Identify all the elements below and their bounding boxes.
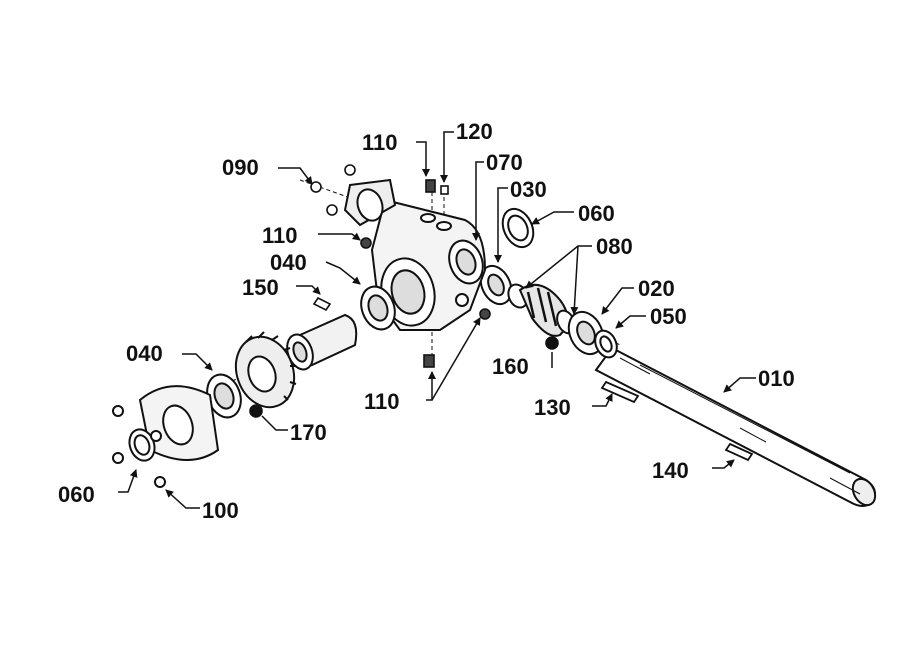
- callout-090: 090: [222, 155, 259, 180]
- callout-150: 150: [242, 275, 279, 300]
- callout-040-lower: 040: [126, 341, 163, 366]
- callout-010: 010: [758, 366, 795, 391]
- callout-110-top: 110: [362, 130, 398, 155]
- callout-040-upper: 040: [270, 250, 307, 275]
- callout-170: 170: [290, 420, 327, 445]
- callout-130: 130: [534, 395, 571, 420]
- callout-060-left: 060: [58, 482, 95, 507]
- callout-060-right: 060: [578, 201, 615, 226]
- callout-140: 140: [652, 458, 689, 483]
- right-stack: [479, 207, 618, 359]
- callout-050: 050: [650, 304, 687, 329]
- callout-120: 120: [456, 119, 493, 144]
- callout-160: 160: [492, 354, 529, 379]
- callout-110-bottom: 110: [364, 389, 400, 414]
- bevel-gear: [234, 331, 297, 409]
- hardware: [249, 164, 559, 418]
- callout-080: 080: [596, 234, 633, 259]
- gearbox-housing: [343, 178, 487, 331]
- cover-assembly: [112, 373, 242, 488]
- leader-lines: [118, 131, 756, 509]
- left-stack: [286, 285, 396, 371]
- callout-110-mid: 110: [262, 223, 298, 248]
- callout-070: 070: [486, 150, 523, 175]
- output-shaft: [594, 346, 877, 507]
- shaft-keys: [600, 380, 754, 462]
- callout-100: 100: [202, 498, 239, 523]
- callout-020: 020: [638, 276, 675, 301]
- callout-030: 030: [510, 177, 547, 202]
